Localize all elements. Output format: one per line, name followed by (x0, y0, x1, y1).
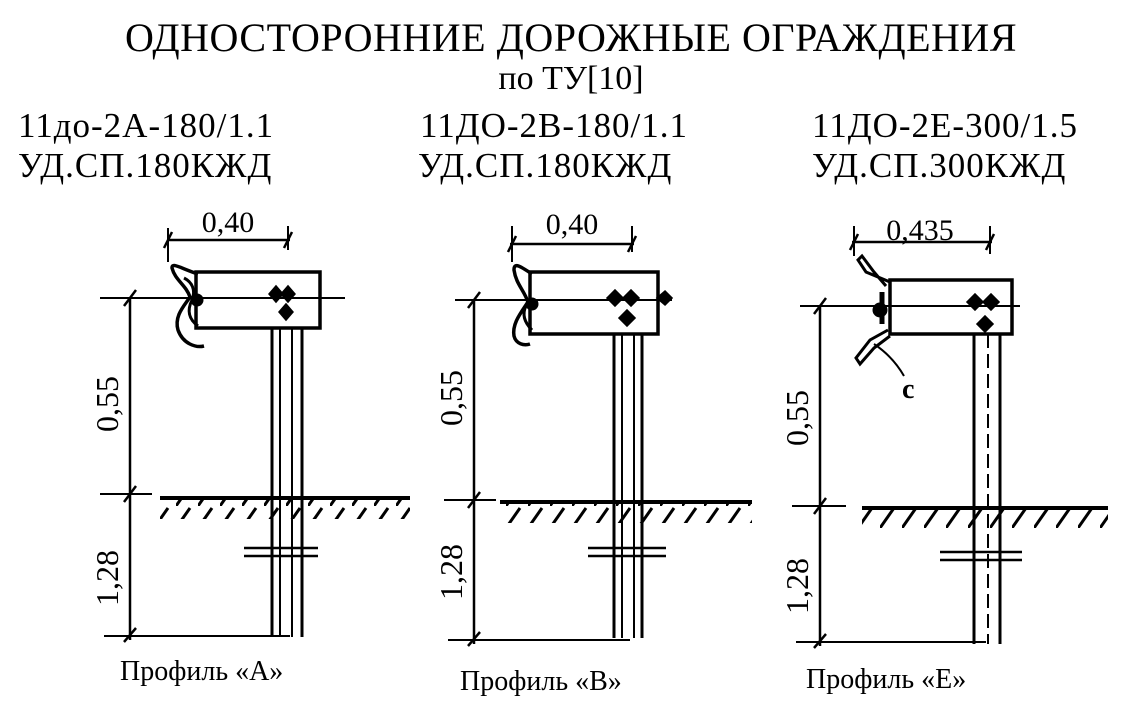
profile-b-height-label: 0,55 (433, 370, 469, 426)
profile-a-code-2: УД.СП.180КЖД (18, 146, 273, 185)
profile-a-width-label: 0,40 (202, 206, 255, 239)
profile-b-drawing (444, 226, 752, 647)
profile-a-height-label: 0,55 (89, 376, 125, 432)
profile-b-code-1: 11ДО-2В-180/1.1 (420, 106, 688, 145)
diagram-title: ОДНОСТОРОННИЕ ДОРОЖНЫЕ ОГРАЖДЕНИЯ (124, 15, 1017, 60)
profile-a-drawing (100, 226, 410, 643)
profile-b-width-label: 0,40 (546, 208, 599, 241)
profile-a-depth-label: 1,28 (89, 550, 125, 606)
profile-e-width-label: 0,435 (886, 214, 954, 247)
profile-b-code-2: УД.СП.180КЖД (418, 146, 673, 185)
profile-e-code-1: 11ДО-2Е-300/1.5 (812, 106, 1079, 145)
profile-e-caption: Профиль «Е» (806, 664, 967, 695)
profile-e-depth-label: 1,28 (779, 558, 815, 614)
profile-e-height-label: 0,55 (779, 390, 815, 446)
profile-b-caption: Профиль «В» (460, 666, 622, 697)
diagram-subtitle: по ТУ[10] (498, 60, 644, 97)
profile-b-depth-label: 1,28 (433, 544, 469, 600)
profile-e-drawing (792, 226, 1108, 649)
profile-e-code-2: УД.СП.300КЖД (812, 146, 1067, 185)
profile-e-bracket-label: с (902, 374, 914, 405)
profile-a-caption: Профиль «А» (120, 656, 284, 687)
profile-a-code-1: 11до-2А-180/1.1 (18, 106, 275, 145)
